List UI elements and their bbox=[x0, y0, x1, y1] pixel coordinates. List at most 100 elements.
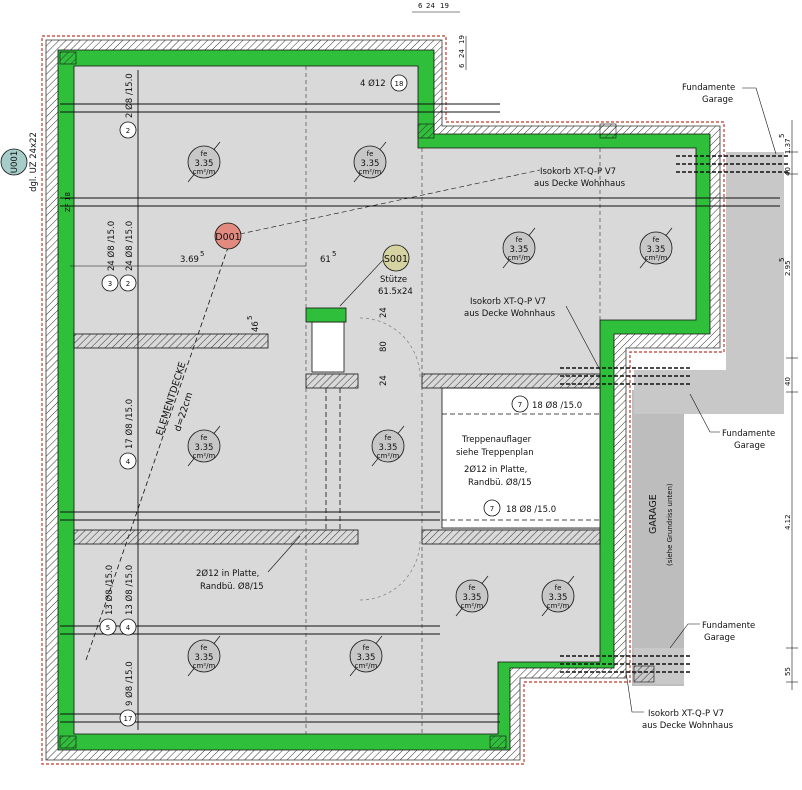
load-marker-unit: cm²/m bbox=[508, 254, 531, 262]
dim-369: 3.69 bbox=[180, 255, 199, 265]
beam-4 bbox=[421, 529, 601, 545]
load-marker-value: 3.35 bbox=[549, 593, 568, 603]
left-bar: 179 Ø8 /15.0 bbox=[119, 661, 137, 727]
bar-7a-number: 7 bbox=[518, 401, 522, 409]
foundation-top bbox=[726, 152, 784, 372]
dim-80: 80 bbox=[379, 341, 389, 352]
beam-2 bbox=[73, 529, 359, 545]
support-tag-label: S001 bbox=[384, 254, 408, 265]
dim-369-sup: 5 bbox=[200, 250, 204, 258]
right-top-dim-1: 6 bbox=[458, 63, 466, 68]
load-marker-value: 3.35 bbox=[379, 443, 398, 453]
bar-7a-text: 18 Ø8 /15.0 bbox=[532, 400, 582, 411]
corner-block-3 bbox=[599, 123, 617, 139]
plate2-text-b: Randbü. Ø8/15 bbox=[200, 581, 264, 592]
top-bars-number: 18 bbox=[395, 80, 404, 88]
outline-boundary bbox=[41, 35, 725, 765]
left-bar-number: 2 bbox=[126, 127, 130, 135]
right-top-dim-2: 24 bbox=[458, 49, 466, 58]
plate2-text-a: 2Ø12 in Platte, bbox=[196, 568, 259, 579]
beam-5 bbox=[305, 373, 359, 389]
corner-block-4 bbox=[59, 735, 77, 749]
r-dim-40a: 40 bbox=[784, 167, 792, 176]
load-marker-unit: cm²/m bbox=[355, 662, 378, 670]
left-bar-number: 4 bbox=[126, 458, 131, 466]
bar-7b-text: 18 Ø8 /15.0 bbox=[506, 504, 556, 515]
load-marker-top: fe bbox=[367, 150, 374, 158]
side-tag: U001 dgl. UZ 24x22 bbox=[0, 132, 39, 192]
iso-leader-1 bbox=[239, 169, 541, 235]
right-dimension: 1.37 5 40 2.95 5 40 4.12 55 bbox=[778, 120, 798, 690]
load-marker-value: 3.35 bbox=[195, 653, 214, 663]
left-bar-number: 2 bbox=[126, 280, 130, 288]
load-marker-top: fe bbox=[363, 644, 370, 652]
load-marker-unit: cm²/m bbox=[193, 662, 216, 670]
iso1-b: aus Decke Wohnhaus bbox=[534, 179, 626, 189]
edge-label: ZF 18 bbox=[64, 192, 72, 212]
support-opening bbox=[311, 321, 345, 373]
r-dim-137: 1.37 bbox=[784, 138, 792, 154]
dim-24b: 24 bbox=[379, 375, 389, 386]
isokorb-bars bbox=[560, 155, 790, 673]
load-marker-unit: cm²/m bbox=[461, 602, 484, 610]
element-diagonal bbox=[85, 229, 235, 661]
left-bar: 417 Ø8 /15.0 bbox=[119, 399, 137, 470]
load-marker-unit: cm²/m bbox=[193, 168, 216, 176]
stair-lines bbox=[325, 388, 600, 530]
r-dim-55: 55 bbox=[784, 667, 792, 676]
support-text-b: 61.5x24 bbox=[378, 287, 413, 297]
garage-area bbox=[632, 390, 684, 686]
left-bar: 413 Ø8 /15.0 bbox=[119, 565, 137, 636]
top-dimension: 6 24 19 6 24 19 bbox=[412, 2, 467, 70]
load-marker-value: 3.35 bbox=[463, 593, 482, 603]
left-bar-text: 24 Ø8 /15.0 bbox=[106, 221, 117, 271]
fund1-b: Garage bbox=[702, 95, 733, 105]
load-marker-unit: cm²/m bbox=[377, 452, 400, 460]
load-marker-value: 3.35 bbox=[647, 245, 666, 255]
side-tag-text: dgl. UZ 24x22 bbox=[29, 132, 39, 192]
left-bar-text: 2 Ø8 /15.0 bbox=[124, 73, 135, 118]
load-marker-unit: cm²/m bbox=[645, 254, 668, 262]
garage-note: (siehe Grundriss unten) bbox=[666, 483, 674, 566]
load-marker-top: fe bbox=[516, 236, 523, 244]
left-bar-text: 13 Ø8 /15.0 bbox=[124, 565, 135, 615]
left-bar-number: 17 bbox=[124, 715, 133, 723]
foundation-mid bbox=[634, 370, 784, 414]
r-dim-137-sup: 5 bbox=[778, 134, 786, 138]
top-dim-3: 19 bbox=[440, 2, 449, 10]
fund1-a: Fundamente bbox=[682, 83, 735, 93]
iso2-b: aus Decke Wohnhaus bbox=[464, 309, 556, 319]
dim-61: 61 bbox=[320, 255, 331, 265]
corner-block-2 bbox=[417, 123, 435, 139]
load-marker-top: fe bbox=[201, 434, 208, 442]
load-marker-value: 3.35 bbox=[195, 443, 214, 453]
left-bar: 2 2 Ø8 /15.0 bbox=[119, 73, 137, 139]
rebar-lines bbox=[60, 70, 780, 730]
stair-text-a: Treppenauflager bbox=[461, 435, 532, 445]
corner-block-1 bbox=[59, 51, 77, 65]
slab-tag-label: D001 bbox=[215, 232, 240, 243]
beam-1 bbox=[73, 333, 269, 349]
r-dim-295: 2.95 bbox=[784, 260, 792, 276]
load-marker-top: fe bbox=[555, 584, 562, 592]
left-bar-text: 24 Ø8 /15.0 bbox=[124, 221, 135, 271]
iso1-a: Isokorb XT-Q-P V7 bbox=[540, 167, 616, 177]
load-marker-unit: cm²/m bbox=[193, 452, 216, 460]
dim-46: 46 bbox=[251, 321, 261, 332]
iso2-a: Isokorb XT-Q-P V7 bbox=[470, 297, 546, 307]
dim-61-sup: 5 bbox=[332, 250, 336, 258]
top-dim-2: 24 bbox=[426, 2, 435, 10]
fund3-b: Garage bbox=[704, 633, 735, 643]
r-dim-295-sup: 5 bbox=[778, 258, 786, 262]
load-markers: fe3.35cm²/mfe3.35cm²/mfe3.35cm²/mfe3.35c… bbox=[187, 141, 673, 677]
left-bar: 513 Ø8 /15.0 bbox=[99, 565, 117, 636]
